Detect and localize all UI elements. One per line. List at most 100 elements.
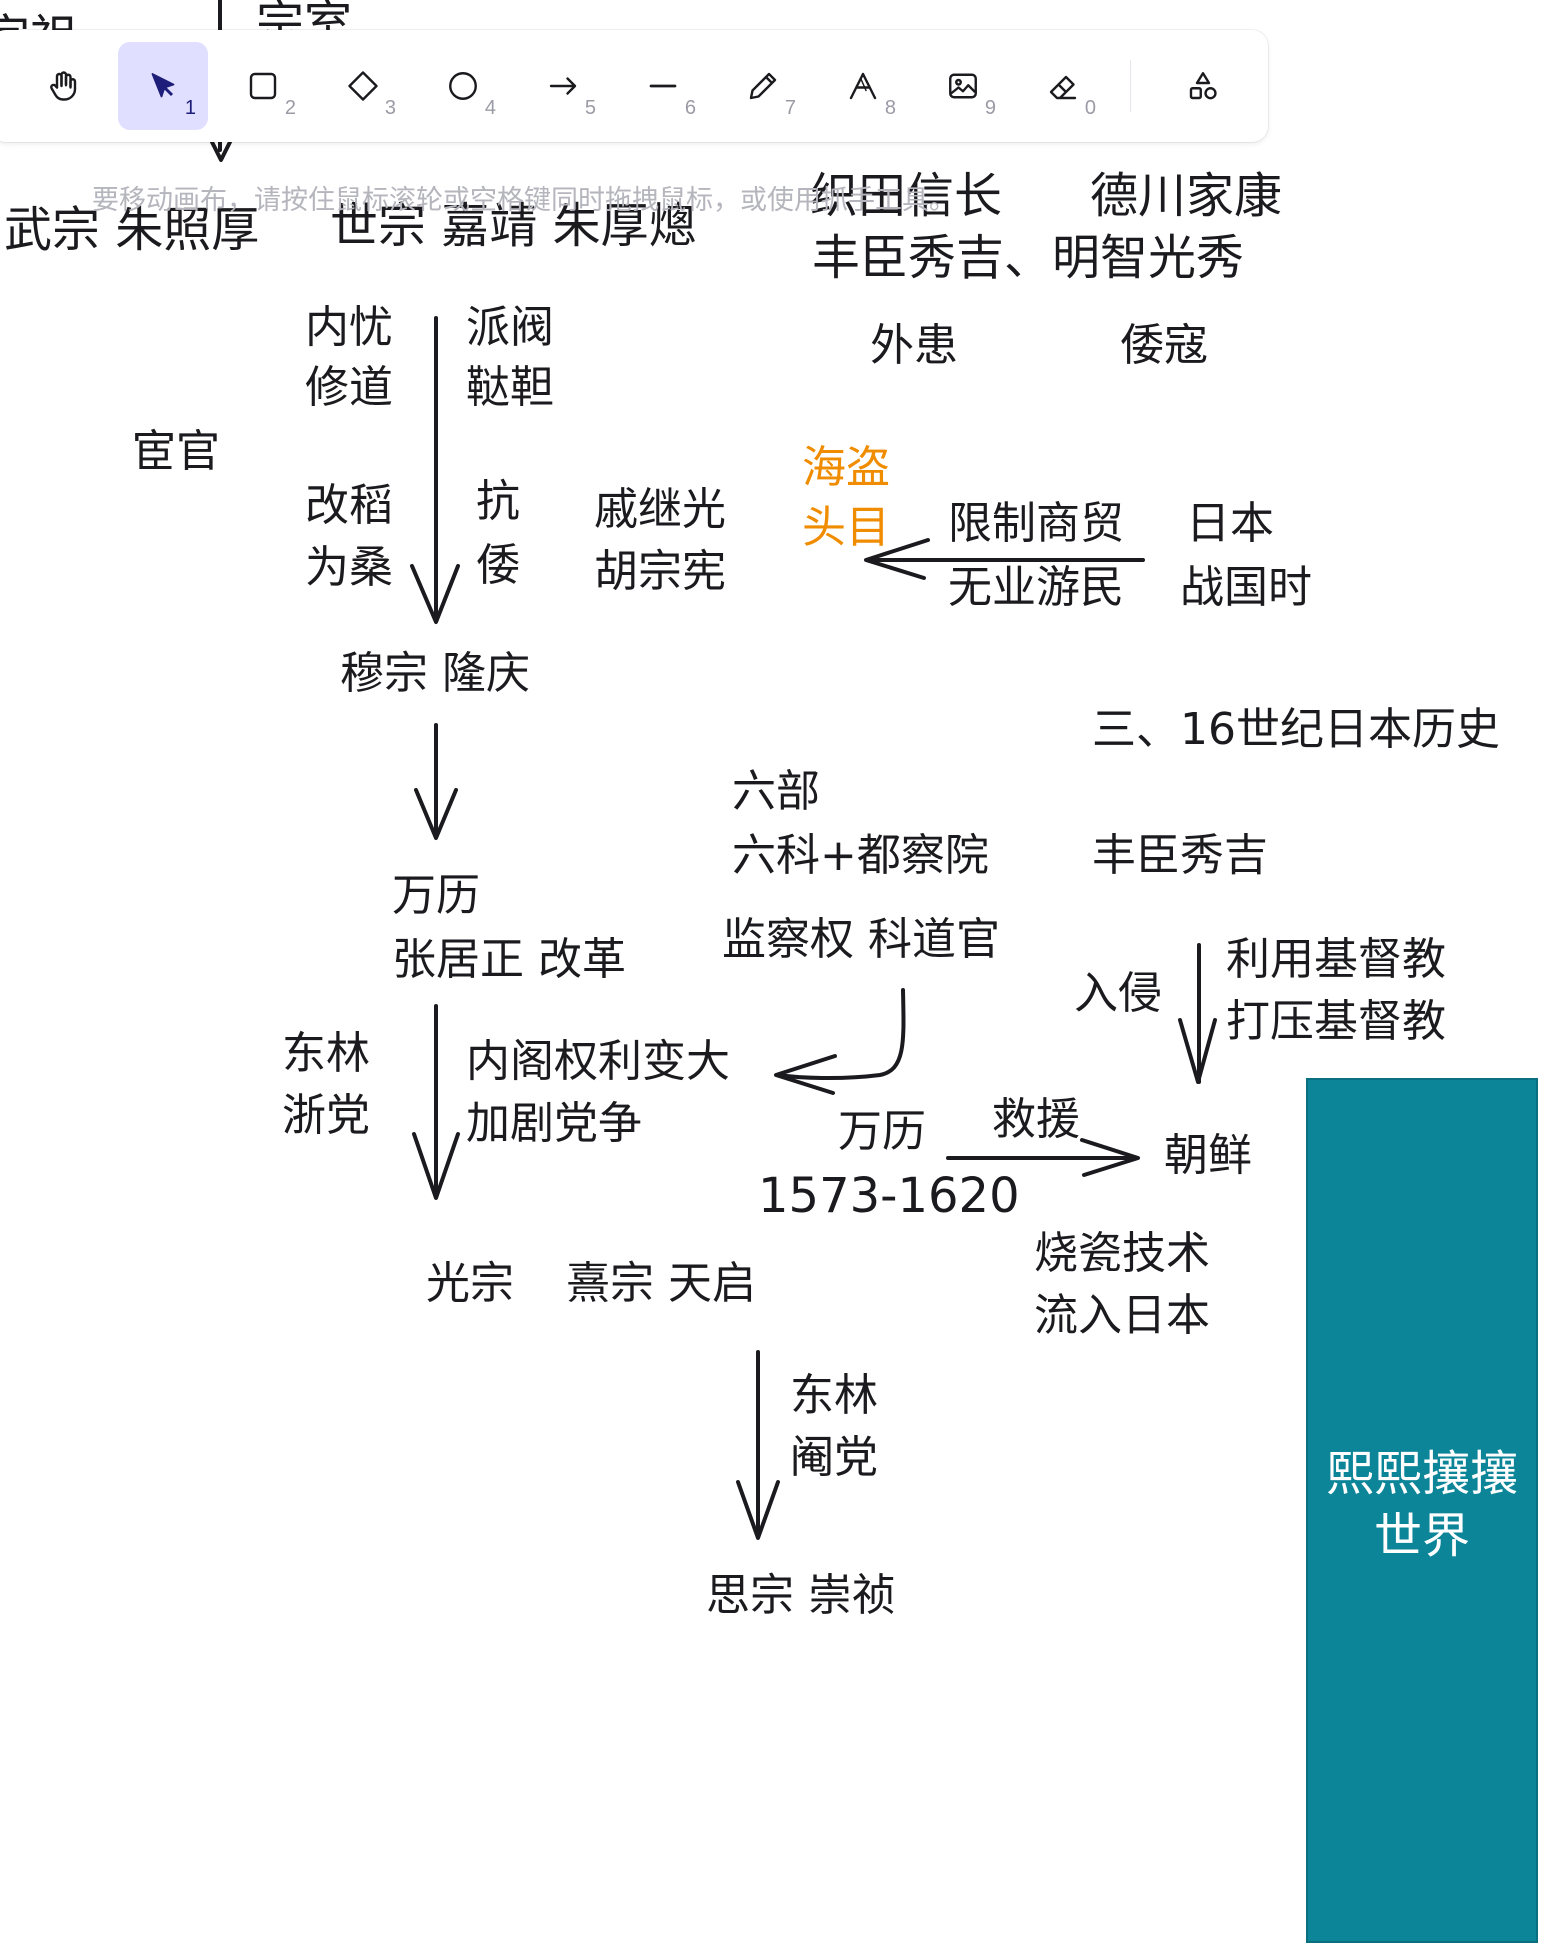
text-jiuyuan[interactable]: 救援 bbox=[992, 1094, 1080, 1145]
tool-key: 8 bbox=[884, 97, 896, 119]
text-years[interactable]: 1573-1620 bbox=[758, 1168, 1020, 1224]
text-oda[interactable]: 织田信长 bbox=[810, 168, 1003, 224]
text-tokugawa[interactable]: 德川家康 bbox=[1090, 168, 1283, 224]
arrow-wanli-to-guangzong bbox=[412, 1004, 460, 1200]
text-donglin[interactable]: 东林 bbox=[282, 1028, 370, 1079]
text-haidao[interactable]: 海盗 bbox=[802, 442, 890, 493]
text-shaoci[interactable]: 烧瓷技术 bbox=[1034, 1228, 1210, 1279]
text-yandang[interactable]: 阉党 bbox=[790, 1432, 878, 1483]
text-section3[interactable]: 三、16世纪日本历史 bbox=[1092, 704, 1500, 755]
tool-key: 5 bbox=[584, 97, 596, 119]
text-ruqin[interactable]: 入侵 bbox=[1074, 968, 1162, 1019]
diamond-icon bbox=[348, 71, 378, 101]
text-zhedang[interactable]: 浙党 bbox=[282, 1090, 370, 1141]
text-muzong[interactable]: 穆宗 隆庆 bbox=[340, 648, 530, 699]
text-wuye[interactable]: 无业游民 bbox=[948, 562, 1124, 613]
text-chaoxian[interactable]: 朝鲜 bbox=[1164, 1130, 1252, 1181]
tool-line-button[interactable]: 6 bbox=[618, 42, 708, 130]
teal-text-line1: 熙熙攘攘 bbox=[1325, 1446, 1518, 1502]
arrow-to-pirates bbox=[864, 538, 1145, 580]
tool-arrow-button[interactable]: 5 bbox=[518, 42, 608, 130]
text-waihuan[interactable]: 外患 bbox=[870, 320, 958, 371]
arrow-muzong-to-wanli bbox=[414, 723, 458, 840]
tool-key: 3 bbox=[384, 97, 396, 119]
text-xianzhi[interactable]: 限制商贸 bbox=[948, 498, 1124, 549]
ellipse-icon bbox=[449, 72, 477, 100]
text-xizong[interactable]: 熹宗 天启 bbox=[566, 1258, 756, 1309]
text-daya[interactable]: 打压基督教 bbox=[1226, 996, 1446, 1047]
text-toumu[interactable]: 头目 bbox=[802, 502, 890, 553]
text-neiyou[interactable]: 内忧 bbox=[305, 302, 393, 353]
text-paifa[interactable]: 派阀 bbox=[466, 302, 554, 353]
text-liubu[interactable]: 六部 bbox=[732, 766, 820, 817]
text-qijiguang[interactable]: 戚继光 bbox=[594, 484, 726, 535]
text-huzongxian[interactable]: 胡宗宪 bbox=[594, 546, 726, 597]
tool-rectangle-button[interactable]: 2 bbox=[218, 42, 308, 130]
arrow-shizong-to-muzong bbox=[410, 316, 460, 624]
text-wokou[interactable]: 倭寇 bbox=[1120, 320, 1208, 371]
text-dada[interactable]: 鞑靼 bbox=[466, 362, 554, 413]
tool-key: 4 bbox=[484, 97, 496, 119]
tool-eraser-button[interactable]: 0 bbox=[1018, 42, 1108, 130]
arrow-rescue bbox=[946, 1138, 1140, 1177]
hand-icon bbox=[50, 71, 77, 101]
arrow-toyotomi-to-korea bbox=[1178, 943, 1217, 1084]
tool-more-shapes-button[interactable] bbox=[1158, 42, 1248, 130]
tool-draw-button[interactable]: 7 bbox=[718, 42, 808, 130]
arrow-xizong-to-sizong bbox=[736, 1350, 780, 1540]
tool-key: 1 bbox=[184, 97, 196, 119]
text-zhangjuzheng[interactable]: 张居正 改革 bbox=[392, 934, 626, 985]
text-toyotomi-akechi[interactable]: 丰臣秀吉、明智光秀 bbox=[812, 230, 1245, 286]
text-liuru[interactable]: 流入日本 bbox=[1034, 1290, 1210, 1341]
text-toyotomi[interactable]: 丰臣秀吉 bbox=[1092, 830, 1268, 881]
text-liyong[interactable]: 利用基督教 bbox=[1226, 934, 1446, 985]
tool-ellipse-button[interactable]: 4 bbox=[418, 42, 508, 130]
text-icon bbox=[849, 72, 877, 100]
line-icon bbox=[649, 84, 677, 88]
shape-toolbar: 1 2 3 4 5 6 7 8 9 0 bbox=[0, 30, 1268, 142]
pointer-icon bbox=[151, 73, 175, 98]
tool-key: 2 bbox=[284, 97, 296, 119]
teal-text-line2: 世界 bbox=[1373, 1508, 1470, 1564]
text-wo[interactable]: 倭 bbox=[476, 540, 520, 591]
shapes-icon bbox=[1189, 72, 1217, 100]
tool-image-button[interactable]: 9 bbox=[918, 42, 1008, 130]
text-wanli-2[interactable]: 万历 bbox=[838, 1106, 926, 1157]
tool-key: 9 bbox=[984, 97, 996, 119]
text-jianchaquan[interactable]: 监察权 科道官 bbox=[722, 914, 1000, 965]
text-liuke[interactable]: 六科+都察院 bbox=[732, 830, 989, 881]
text-shizong[interactable]: 世宗 嘉靖 朱厚熜 bbox=[330, 198, 697, 254]
tool-key: 6 bbox=[684, 97, 696, 119]
tool-key: 7 bbox=[784, 97, 796, 119]
text-kang[interactable]: 抗 bbox=[476, 476, 520, 527]
text-neige[interactable]: 内阁权利变大 bbox=[466, 1036, 730, 1087]
pencil-icon bbox=[749, 72, 777, 100]
text-zhanguo[interactable]: 战国时 bbox=[1180, 562, 1312, 613]
rectangle-icon bbox=[249, 72, 277, 100]
text-sizong[interactable]: 思宗 崇祯 bbox=[706, 1570, 896, 1621]
tool-key: 0 bbox=[1084, 97, 1096, 119]
tool-selection-button[interactable]: 1 bbox=[118, 42, 208, 130]
text-donglin-2[interactable]: 东林 bbox=[790, 1370, 878, 1421]
arrow-censorate-to-cabinet bbox=[774, 988, 906, 1095]
text-guangzong[interactable]: 光宗 bbox=[426, 1258, 514, 1309]
text-wanli[interactable]: 万历 bbox=[392, 870, 480, 921]
text-jiaju[interactable]: 加剧党争 bbox=[466, 1098, 642, 1149]
text-wuzong[interactable]: 武宗 朱照厚 bbox=[4, 202, 260, 258]
toolbar-separator bbox=[1130, 60, 1131, 112]
image-icon bbox=[949, 73, 977, 99]
canvas-hint-text: 要移动画布，请按住鼠标滚轮或空格键同时拖拽鼠标，或使用抓手工具。 bbox=[92, 185, 956, 216]
text-huanguan[interactable]: 宦官 bbox=[132, 426, 220, 477]
tool-hand-button[interactable] bbox=[18, 42, 108, 130]
teal-rectangle[interactable]: 熙熙攘攘 世界 bbox=[1306, 1078, 1538, 1943]
text-riben[interactable]: 日本 bbox=[1186, 498, 1274, 549]
text-gaidao[interactable]: 改稻 bbox=[305, 480, 393, 531]
eraser-icon bbox=[1049, 75, 1077, 100]
text-weisang[interactable]: 为桑 bbox=[305, 542, 393, 593]
tool-text-button[interactable]: 8 bbox=[818, 42, 908, 130]
text-xiudao[interactable]: 修道 bbox=[305, 362, 393, 413]
tool-diamond-button[interactable]: 3 bbox=[318, 42, 408, 130]
arrow-right-icon bbox=[549, 77, 577, 95]
